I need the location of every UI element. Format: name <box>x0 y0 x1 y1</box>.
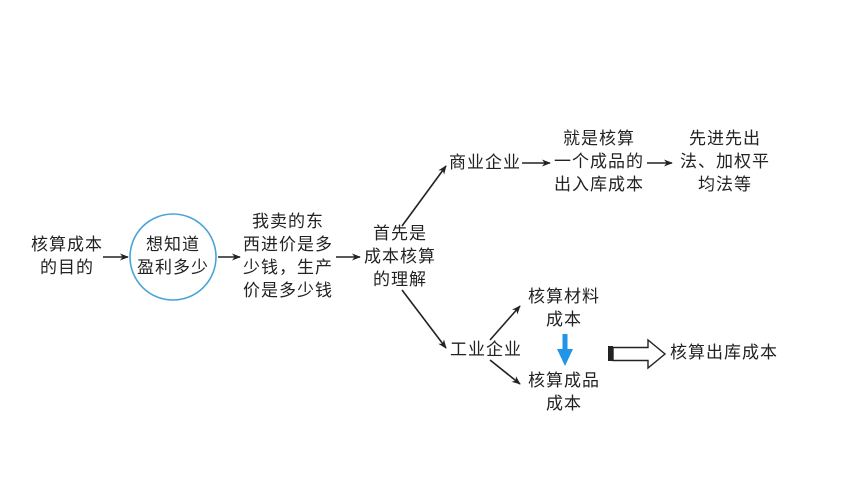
arrow-industrial-to-product <box>489 359 521 385</box>
node-goal: 核算成本 的目的 <box>31 235 103 278</box>
arrow-industrial-to-material <box>489 305 521 341</box>
arrow-understanding-to-commercial <box>401 165 447 227</box>
arrow-understanding-to-industrial <box>401 289 447 349</box>
node-know-profit: 想知道 盈利多少 <box>137 235 209 278</box>
node-commercial: 商业企业 <box>449 153 521 173</box>
node-product-cost: 核算成品 成本 <box>528 371 600 414</box>
node-material-cost: 核算材料 成本 <box>528 287 600 330</box>
hollow-arrow <box>608 338 667 370</box>
node-outbound-cost: 核算出库成本 <box>670 343 778 363</box>
node-commercial-desc: 就是核算 一个成品的 出入库成本 <box>554 129 644 195</box>
blue-down-arrow <box>557 334 573 366</box>
node-first-understanding: 首先是 成本核算 的理解 <box>364 224 436 290</box>
node-buy-sell-price: 我卖的东 西进价是多 少钱，生产 价是多少钱 <box>243 212 333 301</box>
highlight-circle <box>129 213 217 301</box>
node-industrial: 工业企业 <box>450 340 522 360</box>
node-methods: 先进先出 法、加权平 均法等 <box>680 129 770 195</box>
